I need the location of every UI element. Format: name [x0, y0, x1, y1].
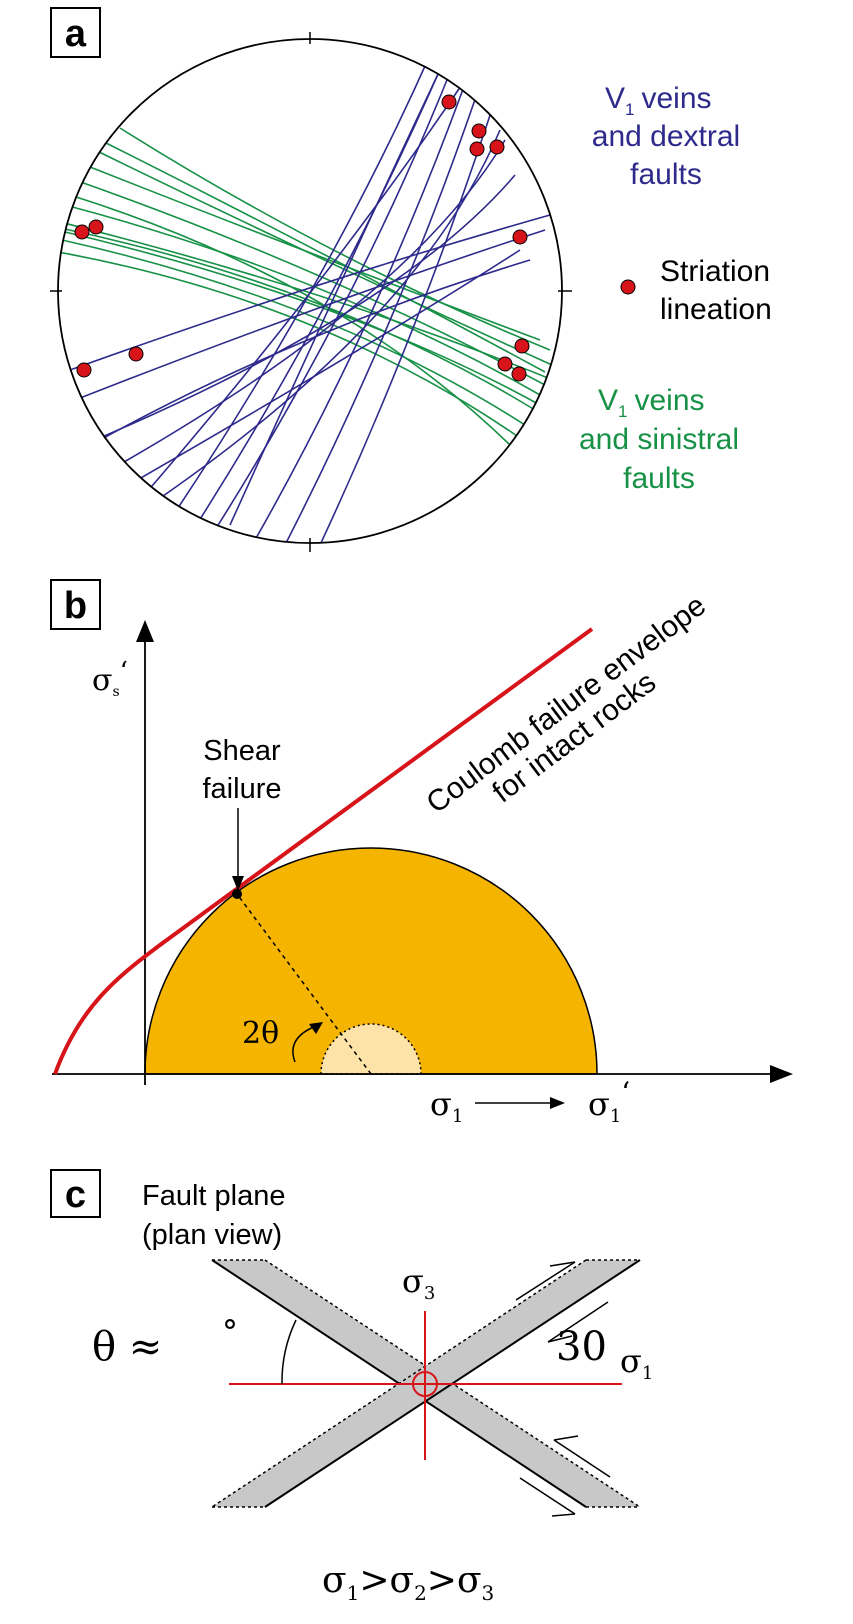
shear-failure-line1: Shear	[203, 735, 281, 767]
sigma-right-label: σ1‘	[588, 1076, 630, 1127]
dextral-great-circle-4	[254, 69, 471, 541]
legend-striation: Striation lineation	[620, 255, 772, 326]
panel-b-label-box	[50, 579, 101, 630]
sigma3-label: σ3	[402, 1262, 435, 1304]
legend-green-line3: faults	[623, 462, 695, 495]
dextral-arrow-lower-barb	[547, 1335, 573, 1343]
sinistral-arrow-upper-shaft	[553, 1439, 611, 1478]
legend-green-line2: and sinistral	[579, 423, 739, 456]
sinistral-great-circle-10	[69, 194, 511, 446]
sigma1-label: σ1	[620, 1342, 653, 1384]
theta-angle-arc	[281, 1319, 297, 1385]
sinistral-great-circle-1	[119, 127, 551, 351]
panel-c: c Fault plane (plan view) θ ≈ ° 30	[50, 1169, 653, 1605]
striation-point-3	[469, 141, 485, 157]
angle-label: 2θ	[242, 1016, 279, 1051]
panel-c-label: c	[65, 1174, 86, 1216]
y-axis-label: σs‘	[92, 657, 128, 700]
dextral-great-circle-7	[109, 139, 506, 471]
sinistral-great-circle-5	[59, 227, 536, 411]
sinistral-arrow-lower-shaft	[519, 1477, 576, 1515]
striation-point-7	[74, 224, 90, 240]
dextral-arrow-upper-shaft	[515, 1261, 576, 1301]
dextral-great-circle-5	[284, 84, 481, 543]
angle-arc-arrowhead	[309, 1022, 323, 1034]
striation-point-10	[514, 338, 530, 354]
stress-relation: σ1>σ2>σ3	[322, 1560, 494, 1605]
degree-symbol: °	[222, 1313, 238, 1351]
intersection-marker	[412, 1371, 438, 1397]
dextral-great-circle-13	[99, 259, 531, 441]
theta-label: θ ≈	[92, 1324, 162, 1370]
panel-b: b σs‘ Coulomb failure envelope for intac…	[50, 579, 793, 1127]
legend-striation-line1: Striation	[660, 255, 770, 288]
dextral-arrow-upper-barb	[549, 1261, 576, 1267]
angle-value: 30	[556, 1324, 607, 1370]
panel-c-title-line2: (plan view)	[142, 1219, 282, 1251]
striation-point-11	[497, 356, 513, 372]
dextral-great-circle-6	[319, 99, 496, 543]
sinistral-great-circle-8	[59, 221, 549, 379]
striation-point-9	[76, 362, 92, 378]
striation-point-6	[88, 219, 104, 235]
stereonet-primitive-circle	[57, 38, 563, 544]
x-axis-arrowhead	[770, 1065, 793, 1083]
sinistral-arrow-upper-barb	[553, 1435, 579, 1441]
panel-c-title-line1: Fault plane	[142, 1180, 286, 1212]
sinistral-great-circle-3	[74, 179, 546, 386]
mohr-circle	[144, 847, 598, 1075]
sinistral-great-circle-4	[64, 204, 541, 396]
sinistral-great-circle-9	[84, 164, 541, 341]
sinistral-arrow-lower-barb	[551, 1513, 576, 1517]
great-circles	[58, 54, 553, 543]
dextral-great-circle-8	[94, 174, 516, 441]
stereonet	[50, 32, 572, 552]
legend-blue-line3: faults	[630, 158, 702, 191]
y-axis-arrowhead	[136, 620, 154, 642]
dextral-great-circle-14	[229, 69, 441, 526]
dextral-arrow-lower-shaft	[547, 1301, 609, 1343]
panel-a-label-box	[50, 7, 101, 58]
striation-points	[74, 94, 530, 382]
sinistral-great-circle-7	[58, 251, 521, 439]
shear-failure-line2: failure	[203, 773, 282, 805]
striation-point-2	[471, 123, 487, 139]
panel-a-label: a	[65, 13, 87, 55]
dextral-great-circle-12	[74, 229, 546, 401]
dextral-great-circle-1	[169, 54, 431, 521]
stress-increase-arrowhead	[550, 1097, 565, 1109]
dextral-great-circle-9	[149, 129, 501, 506]
dextral-great-circle-2	[189, 57, 446, 536]
striation-point-12	[511, 366, 527, 382]
shear-failure-point	[232, 889, 242, 899]
shear-failure-arrowhead	[232, 876, 244, 891]
legend-blue-line2: and dextral	[592, 120, 740, 153]
radius-line	[236, 893, 372, 1075]
striation-point-8	[128, 346, 144, 362]
sinistral-great-circle-12	[64, 231, 541, 406]
panel-c-label-box	[50, 1169, 101, 1218]
sinistral-great-circle-11	[99, 139, 546, 373]
striation-point-4	[489, 139, 505, 155]
envelope-label-line1: Coulomb failure envelope	[420, 589, 712, 820]
legend-striation-marker	[620, 279, 636, 295]
legend-striation-line2: lineation	[660, 293, 772, 326]
inner-circle	[320, 1023, 422, 1075]
dextral-great-circle-15	[139, 79, 466, 501]
striation-point-5	[512, 229, 528, 245]
angle-arc-arrow	[292, 1025, 317, 1063]
sinistral-great-circle-2	[94, 149, 553, 366]
coulomb-envelope	[53, 627, 594, 1075]
sinistral-great-circle-6	[61, 239, 526, 426]
sigma-left-label: σ1	[430, 1085, 463, 1127]
panel-b-label: b	[64, 585, 87, 627]
striation-point-1	[441, 94, 457, 110]
